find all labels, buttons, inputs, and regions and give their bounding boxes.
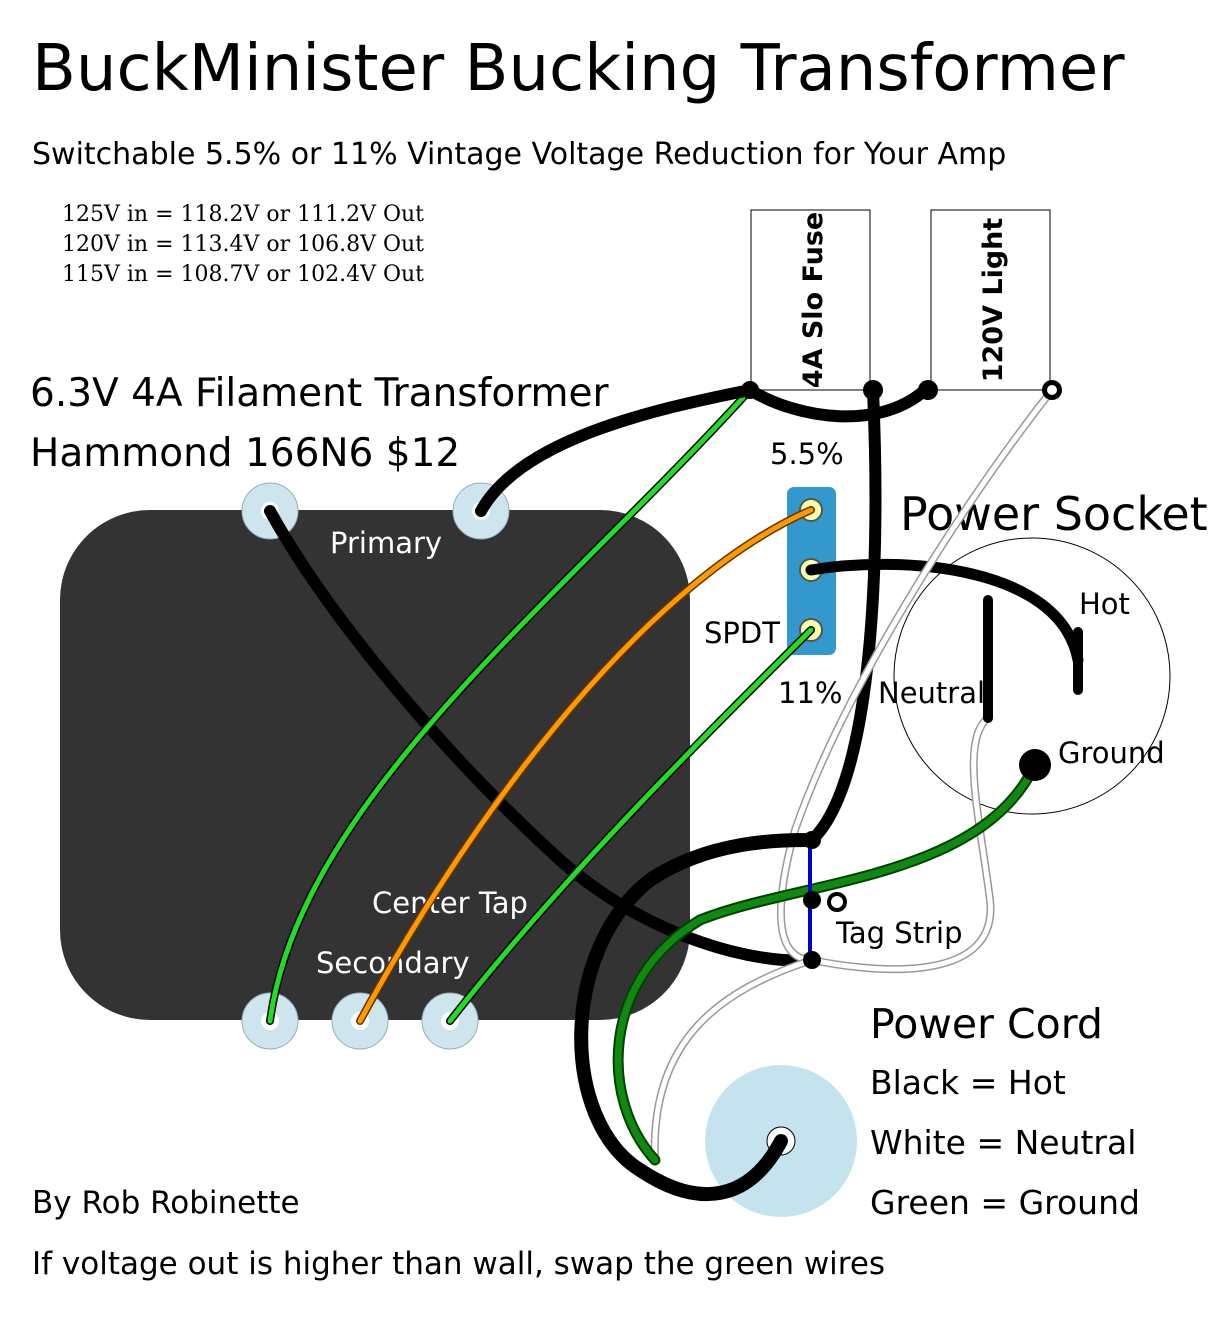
- indicator-light: [930, 209, 1051, 391]
- author-credit: By Rob Robinette: [32, 1185, 300, 1221]
- wire-cord-hot: [574, 833, 819, 1201]
- socket-ground-label: Ground: [1058, 736, 1165, 770]
- voltage-table-row-3: 115V in = 108.7V or 102.4V Out: [62, 262, 424, 287]
- tag-strip-lug-top: [803, 831, 821, 849]
- wire-switch-to-hot: [805, 558, 1084, 666]
- tag-strip-mount-hole: [827, 892, 847, 912]
- tag-strip-label: Tag Strip: [835, 916, 962, 950]
- power-cord-title: Power Cord: [870, 1000, 1103, 1048]
- tag-strip-lug-bottom: [803, 951, 821, 969]
- legend-green: Green = Ground: [870, 1183, 1140, 1222]
- ground-pin: [1019, 749, 1051, 781]
- socket-hot-label: Hot: [1079, 587, 1130, 621]
- voltage-table-row-1: 125V in = 118.2V or 111.2V Out: [62, 202, 424, 227]
- voltage-table-row-2: 120V in = 113.4V or 106.8V Out: [62, 232, 424, 257]
- light-terminal-left: [918, 380, 938, 400]
- tag-strip-lug-middle: [803, 891, 821, 909]
- switch-top-label: 5.5%: [770, 437, 844, 471]
- transformer-name-line2: Hammond 166N6 $12: [30, 431, 460, 476]
- wire-fuse-to-light: [744, 384, 931, 423]
- diagram-subtitle: Switchable 5.5% or 11% Vintage Voltage R…: [32, 137, 1006, 172]
- legend-black: Black = Hot: [870, 1063, 1066, 1102]
- wire-primary2-to-fuse: [475, 384, 756, 517]
- transformer-body: [60, 510, 690, 1020]
- swap-note: If voltage out is higher than wall, swap…: [32, 1246, 885, 1282]
- fuse-terminal-right: [863, 380, 883, 400]
- switch-bottom-label: 11%: [778, 676, 842, 710]
- transformer-name-line1: 6.3V 4A Filament Transformer: [30, 371, 610, 416]
- switch-name-label: SPDT: [704, 616, 780, 650]
- diagram-title: BuckMinister Bucking Transformer: [32, 32, 1125, 106]
- light-label: 120V Light: [978, 218, 1009, 383]
- center-tap-label: Center Tap: [372, 886, 528, 920]
- primary-label: Primary: [330, 526, 442, 560]
- fuse-label: 4A Slo Fuse: [798, 212, 829, 388]
- legend-white: White = Neutral: [870, 1123, 1136, 1162]
- fuse-holder: [750, 209, 871, 391]
- wire-fuse-to-tagstrip: [806, 384, 882, 846]
- power-socket: [893, 537, 1171, 815]
- wire-primary1-to-tagstrip: [264, 505, 818, 967]
- socket-neutral-label: Neutral: [878, 676, 985, 710]
- fuse-terminal-left: [741, 381, 759, 399]
